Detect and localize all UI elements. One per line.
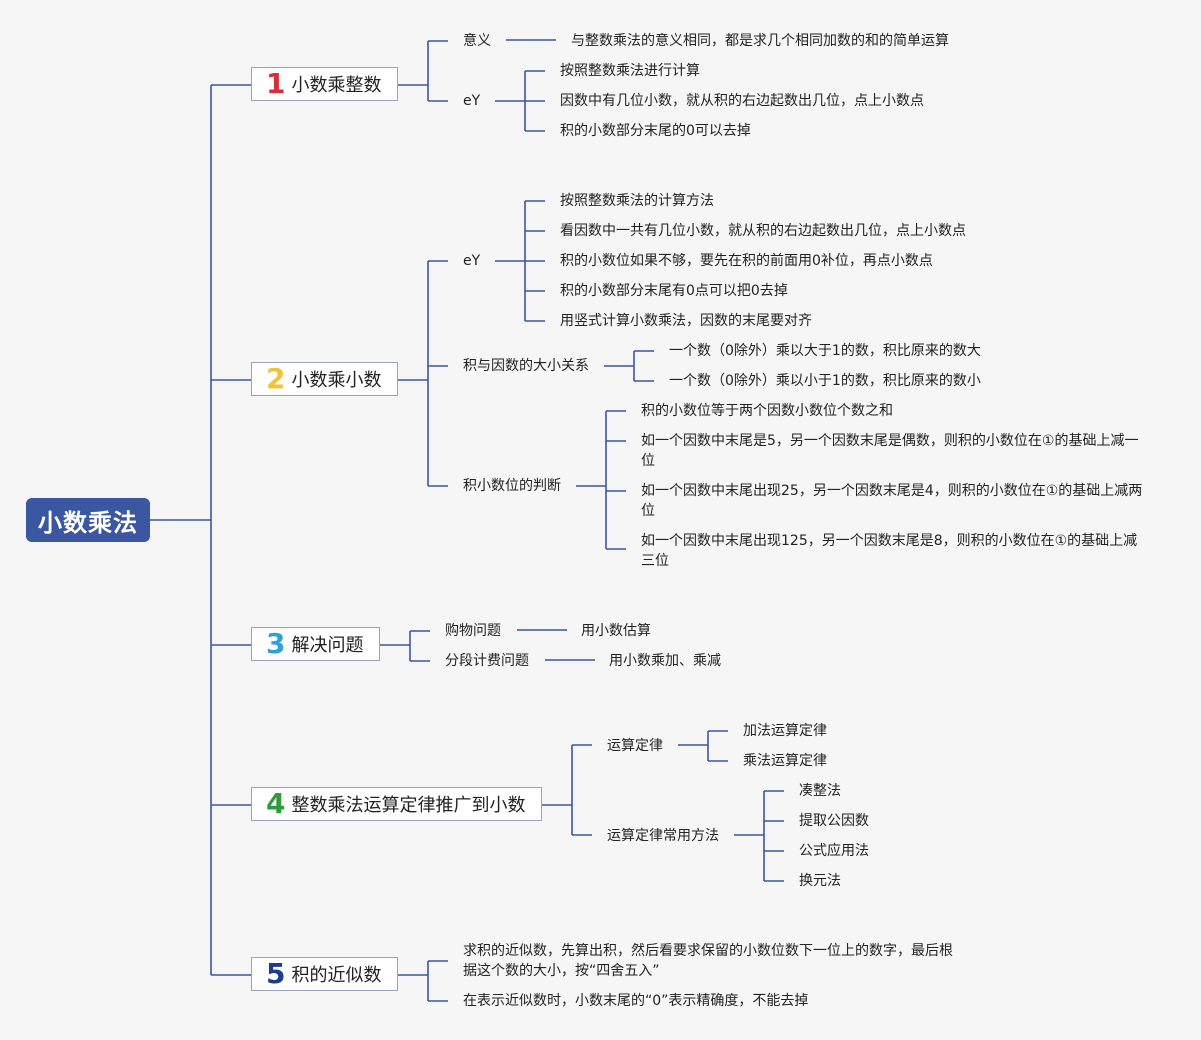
- t5-item-2: 在表示近似数时，小数末尾的“0”表示精确度，不能去掉: [463, 993, 809, 1009]
- t5-item-1: 求积的近似数，先算出积，然后看要求保留的小数位数下一位上的数字，最后根据这个数的…: [463, 943, 953, 979]
- t1-method-item-3: 积的小数部分末尾的0可以去掉: [560, 123, 751, 139]
- topic-3-node[interactable]: 3 解决问题: [251, 627, 380, 661]
- t4-laws-item-2: 乘法运算定律: [743, 753, 827, 769]
- topic-5-number: 5: [266, 957, 286, 990]
- t2-branch-method: eY: [463, 253, 481, 269]
- t4-methods-item-2: 提取公因数: [799, 813, 869, 829]
- t4-branch-laws: 运算定律: [607, 738, 663, 754]
- t2-places-item-4: 如一个因数中末尾出现125，另一个因数末尾是8，则积的小数位在①的基础上减三位: [641, 533, 1138, 569]
- topic-1-number: 1: [266, 67, 286, 100]
- topic-1-node[interactable]: 1 小数乘整数: [251, 67, 398, 101]
- t2-method-item-2: 看因数中一共有几位小数，就从积的右边起数出几位，点上小数点: [560, 223, 966, 239]
- t2-branch-decimal-places: 积小数位的判断: [463, 478, 561, 494]
- t1-method-item-2: 因数中有几位小数，就从积的右边起数出几位，点上小数点: [560, 93, 924, 109]
- topic-2-label: 小数乘小数: [291, 370, 382, 391]
- t4-methods-item-1: 凑整法: [799, 783, 841, 799]
- topic-3-label: 解决问题: [291, 635, 364, 656]
- t3-tiered-item: 用小数乘加、乘减: [609, 653, 721, 669]
- t2-size-item-1: 一个数（0除外）乘以大于1的数，积比原来的数大: [669, 343, 981, 359]
- topic-2-node[interactable]: 2 小数乘小数: [251, 362, 398, 396]
- t4-laws-item-1: 加法运算定律: [743, 723, 827, 739]
- t2-method-item-3: 积的小数位如果不够，要先在积的前面用0补位，再点小数点: [560, 253, 933, 269]
- topic-4-node[interactable]: 4 整数乘法运算定律推广到小数: [251, 787, 542, 821]
- t1-branch-meaning: 意义: [463, 33, 491, 49]
- topic-5-label: 积的近似数: [291, 965, 382, 986]
- topic-1-label: 小数乘整数: [291, 75, 382, 96]
- t3-branch-shopping: 购物问题: [445, 623, 501, 639]
- topic-2-number: 2: [266, 362, 286, 395]
- topic-5-node[interactable]: 5 积的近似数: [251, 957, 398, 991]
- root-node[interactable]: 小数乘法: [26, 498, 150, 542]
- t3-shopping-item: 用小数估算: [581, 623, 651, 639]
- t2-places-item-1: 积的小数位等于两个因数小数位个数之和: [641, 403, 893, 419]
- t2-method-item-4: 积的小数部分末尾有0点可以把0去掉: [560, 283, 788, 299]
- t4-methods-item-3: 公式应用法: [799, 843, 869, 859]
- t1-meaning-item: 与整数乘法的意义相同，都是求几个相同加数的和的简单运算: [571, 33, 949, 49]
- t3-branch-tiered-billing: 分段计费问题: [445, 653, 529, 669]
- t4-methods-item-4: 换元法: [799, 873, 841, 889]
- t2-method-item-1: 按照整数乘法的计算方法: [560, 193, 714, 209]
- t2-branch-size-relation: 积与因数的大小关系: [463, 358, 589, 374]
- t2-size-item-2: 一个数（0除外）乘以小于1的数，积比原来的数小: [669, 373, 981, 389]
- t2-method-item-5: 用竖式计算小数乘法，因数的末尾要对齐: [560, 313, 812, 329]
- topic-4-label: 整数乘法运算定律推广到小数: [291, 795, 526, 816]
- t4-branch-methods: 运算定律常用方法: [607, 828, 719, 844]
- t1-method-item-1: 按照整数乘法进行计算: [560, 63, 700, 79]
- t2-places-item-2: 如一个因数中末尾是5，另一个因数末尾是偶数，则积的小数位在①的基础上减一位: [641, 433, 1139, 469]
- t1-branch-method: eY: [463, 93, 481, 109]
- t2-places-item-3: 如一个因数中末尾出现25，另一个因数末尾是4，则积的小数位在①的基础上减两位: [641, 483, 1143, 519]
- topic-3-number: 3: [266, 627, 286, 660]
- topic-4-number: 4: [266, 787, 286, 820]
